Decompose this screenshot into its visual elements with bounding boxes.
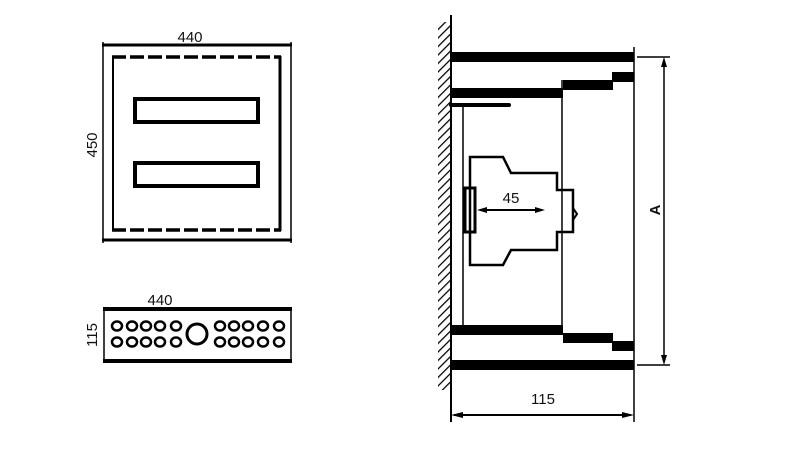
small-knockout bbox=[272, 336, 286, 348]
front-view: 440 450 bbox=[84, 29, 292, 243]
bottom-view: 440 115 bbox=[84, 292, 292, 363]
large-knockout bbox=[185, 322, 209, 346]
bottom-depth-label: 115 bbox=[84, 323, 101, 347]
small-knockout bbox=[110, 320, 124, 332]
small-knockout bbox=[169, 336, 183, 348]
bottom-width-label: 440 bbox=[147, 292, 172, 309]
small-knockout bbox=[153, 336, 167, 348]
small-knockout bbox=[125, 336, 139, 348]
top-panel bbox=[451, 52, 634, 62]
cable-knockouts bbox=[110, 320, 286, 348]
small-knockout bbox=[139, 336, 153, 348]
breaker-row-1 bbox=[133, 97, 260, 124]
small-knockout bbox=[169, 320, 183, 332]
small-knockout bbox=[241, 336, 255, 348]
small-knockout bbox=[213, 336, 227, 348]
side-view: 45 A 115 bbox=[438, 15, 670, 422]
small-knockout bbox=[272, 320, 286, 332]
wall-hatch bbox=[438, 22, 450, 390]
small-knockout bbox=[227, 336, 241, 348]
small-knockout bbox=[256, 336, 270, 348]
height-label-a: A bbox=[647, 204, 664, 215]
small-knockout bbox=[153, 320, 167, 332]
bottom-panel bbox=[451, 360, 634, 370]
small-knockout bbox=[213, 320, 227, 332]
front-height-label: 450 bbox=[84, 132, 101, 157]
small-knockout bbox=[125, 320, 139, 332]
small-knockout bbox=[110, 336, 124, 348]
small-knockout bbox=[139, 320, 153, 332]
circuit-breaker bbox=[468, 155, 575, 267]
din-clip bbox=[463, 186, 477, 234]
small-knockout bbox=[241, 320, 255, 332]
front-width-label: 440 bbox=[177, 29, 202, 46]
side-depth-label: 115 bbox=[531, 391, 555, 408]
small-knockout bbox=[256, 320, 270, 332]
small-knockout bbox=[227, 320, 241, 332]
rail-label: 45 bbox=[503, 190, 520, 207]
breaker-row-2 bbox=[133, 161, 260, 188]
inner-door-outline bbox=[112, 55, 282, 232]
